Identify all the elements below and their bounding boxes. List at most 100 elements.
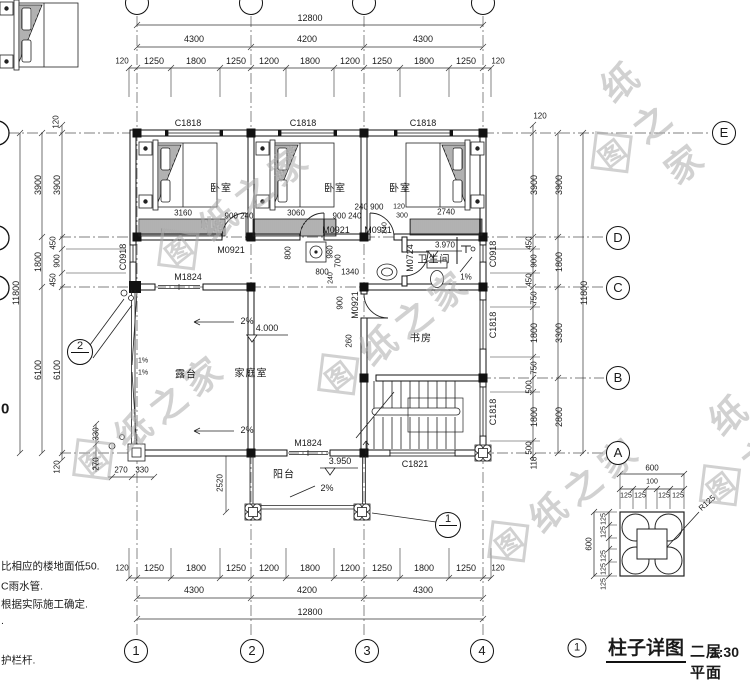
dim-label: 900 <box>52 254 62 268</box>
terrace-balcony <box>108 289 492 521</box>
callout-leaders <box>89 298 437 523</box>
dim-label: 900 240 <box>332 211 362 221</box>
bed <box>0 0 79 71</box>
door-label: M0724 <box>405 244 415 272</box>
dim-label: 3060 <box>287 208 305 218</box>
dim-label: 125 <box>600 578 608 590</box>
dim-label: 3160 <box>174 208 192 218</box>
dim-label: 260 <box>344 334 354 348</box>
dimension-lines <box>16 21 587 623</box>
room-label-bedroom-1: 卧室 <box>210 183 232 195</box>
room-label-bedroom-3: 卧室 <box>389 183 411 195</box>
dim-label: 2800 <box>554 406 564 428</box>
closets <box>138 218 483 237</box>
slope-label: 2% <box>240 316 254 326</box>
dim-label: 125 <box>672 492 684 500</box>
dim-label: 1200 <box>258 563 280 573</box>
columns <box>129 128 488 458</box>
dim-label: 3900 <box>554 174 564 196</box>
room-label-bathroom: 卫生间 <box>417 254 451 266</box>
watermark-logo: 图 <box>590 130 633 174</box>
dim-label: 1250 <box>143 56 165 66</box>
dim-label: 1200 <box>258 56 280 66</box>
door-label: M1824 <box>174 272 202 282</box>
fixtures <box>305 241 476 288</box>
dim-label: 3900 <box>52 174 62 196</box>
door-label: M0921 <box>322 225 350 235</box>
dim-label: 450 <box>48 236 58 250</box>
dim-label: 120 <box>393 203 405 211</box>
window-label: C1818 <box>488 398 498 426</box>
dim-label: 125 <box>600 563 608 575</box>
dim-label: 6100 <box>52 359 62 381</box>
left-partial-bubbles <box>0 120 10 301</box>
dim-label: 120 <box>51 115 61 129</box>
dim-label: 1250 <box>455 56 477 66</box>
dim-label: 240 <box>327 272 335 284</box>
detail-number-bubble: 1 <box>567 638 587 658</box>
dim-label: 2740 <box>437 207 455 217</box>
dim-label: 600 <box>584 537 594 551</box>
dim-label: 1800 <box>413 563 435 573</box>
column-detail <box>590 470 700 580</box>
dim-label: 1800 <box>185 56 207 66</box>
dim-label: 1800 <box>529 322 539 344</box>
dim-label: 120 <box>491 56 505 66</box>
slope-label: 2% <box>320 483 334 493</box>
dim-label: 12800 <box>297 607 323 617</box>
elevation-label: 4.000 <box>255 323 279 333</box>
dim-label: 1200 <box>339 563 361 573</box>
slope-label: 1% <box>137 369 149 377</box>
dim-label: 700 <box>333 254 343 268</box>
door-label: M1824 <box>294 438 322 448</box>
slope-label: 1% <box>137 357 149 365</box>
window-label: C0918 <box>488 240 498 268</box>
grid-bubble-4: 4 <box>470 639 494 663</box>
dim-label: 240 <box>381 222 389 234</box>
grid-bubble-A: A <box>606 441 630 465</box>
dim-label: 270 <box>114 465 128 475</box>
dim-label: 1250 <box>143 563 165 573</box>
dim-label: 4200 <box>296 34 318 44</box>
dim-label: 4300 <box>183 34 205 44</box>
window-label: C1818 <box>289 118 317 128</box>
dim-label: 1250 <box>371 563 393 573</box>
dim-label: 900 <box>529 254 539 268</box>
drawing-title: 二层平面图 <box>690 641 730 683</box>
door-label: M0921 <box>364 225 392 235</box>
dim-label: 12800 <box>297 13 323 23</box>
watermark-logo: 图 <box>157 228 200 271</box>
dim-label: 1800 <box>554 251 564 273</box>
dim-label: 1250 <box>455 563 477 573</box>
dim-label: 100 <box>646 478 658 486</box>
note-line: 根据实际施工确定. <box>1 598 88 611</box>
dim-label: 125 <box>634 492 646 500</box>
dim-label: 450 <box>524 273 534 287</box>
dim-label: 118 <box>529 456 539 470</box>
dim-label: 125 <box>600 526 608 538</box>
window-label: C1818 <box>409 118 437 128</box>
note-line: 护栏杆. <box>1 654 36 667</box>
window-label: C0918 <box>118 243 128 271</box>
dim-label: 500 <box>524 441 534 455</box>
dim-label: 1800 <box>529 406 539 428</box>
slope-label: 1% <box>460 272 472 282</box>
ornate-column <box>474 444 492 462</box>
dim-label: 600 <box>645 463 659 473</box>
dim-label: 120 <box>115 56 129 66</box>
door-label: M0921 <box>217 245 245 255</box>
dim-label: 300 <box>396 212 408 220</box>
ornate-column <box>244 503 262 521</box>
room-label-family: 家庭室 <box>234 368 268 380</box>
dim-label: 120 <box>115 563 129 573</box>
dim-label: 800 <box>283 246 293 260</box>
dim-label: 1250 <box>225 563 247 573</box>
dim-label: 11800 <box>11 280 21 306</box>
dim-label: 750 <box>529 361 539 375</box>
dim-label: 900 240 <box>224 211 254 221</box>
note-line: 比相应的楼地面低50. <box>1 560 100 573</box>
grid-bubble-C: C <box>606 276 630 300</box>
grid-bubble-E: E <box>712 121 736 145</box>
room-label-terrace: 露台 <box>175 369 197 381</box>
